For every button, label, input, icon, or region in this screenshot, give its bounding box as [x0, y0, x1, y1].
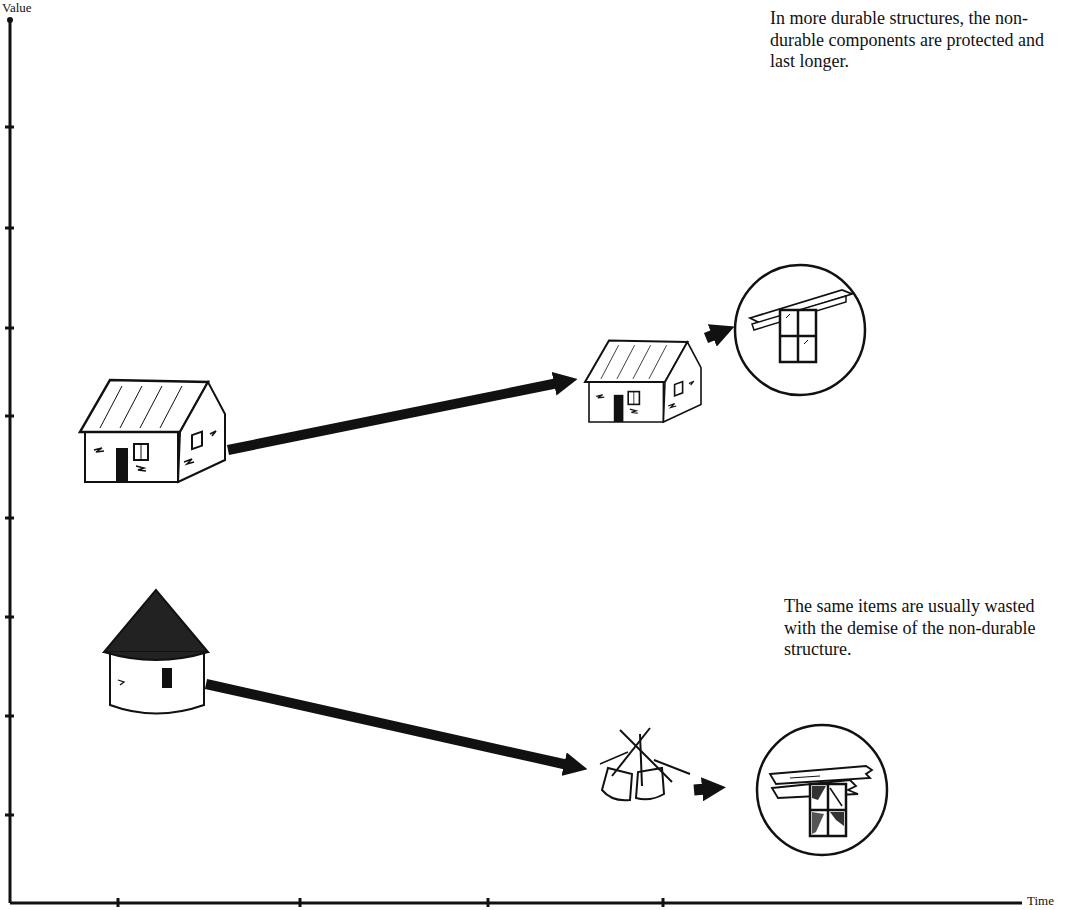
small-arrow: [706, 334, 716, 338]
value-arrow: [228, 383, 558, 450]
durable-house: [80, 380, 225, 482]
non-durable-hut: [104, 590, 208, 714]
durable-house-later: [585, 340, 701, 422]
collapsed-hut: [600, 728, 690, 800]
small-arrow: [694, 789, 706, 790]
axis-label: Value: [2, 1, 32, 14]
wasted-components: [757, 725, 887, 855]
note-text: The same items are usually wasted with t…: [784, 596, 1060, 661]
protected-components: [735, 265, 865, 395]
axis-label: Time: [1027, 894, 1054, 907]
value-arrow: [206, 684, 568, 765]
note-text: In more durable structures, the non-dura…: [770, 8, 1058, 73]
axes: [5, 17, 1022, 907]
